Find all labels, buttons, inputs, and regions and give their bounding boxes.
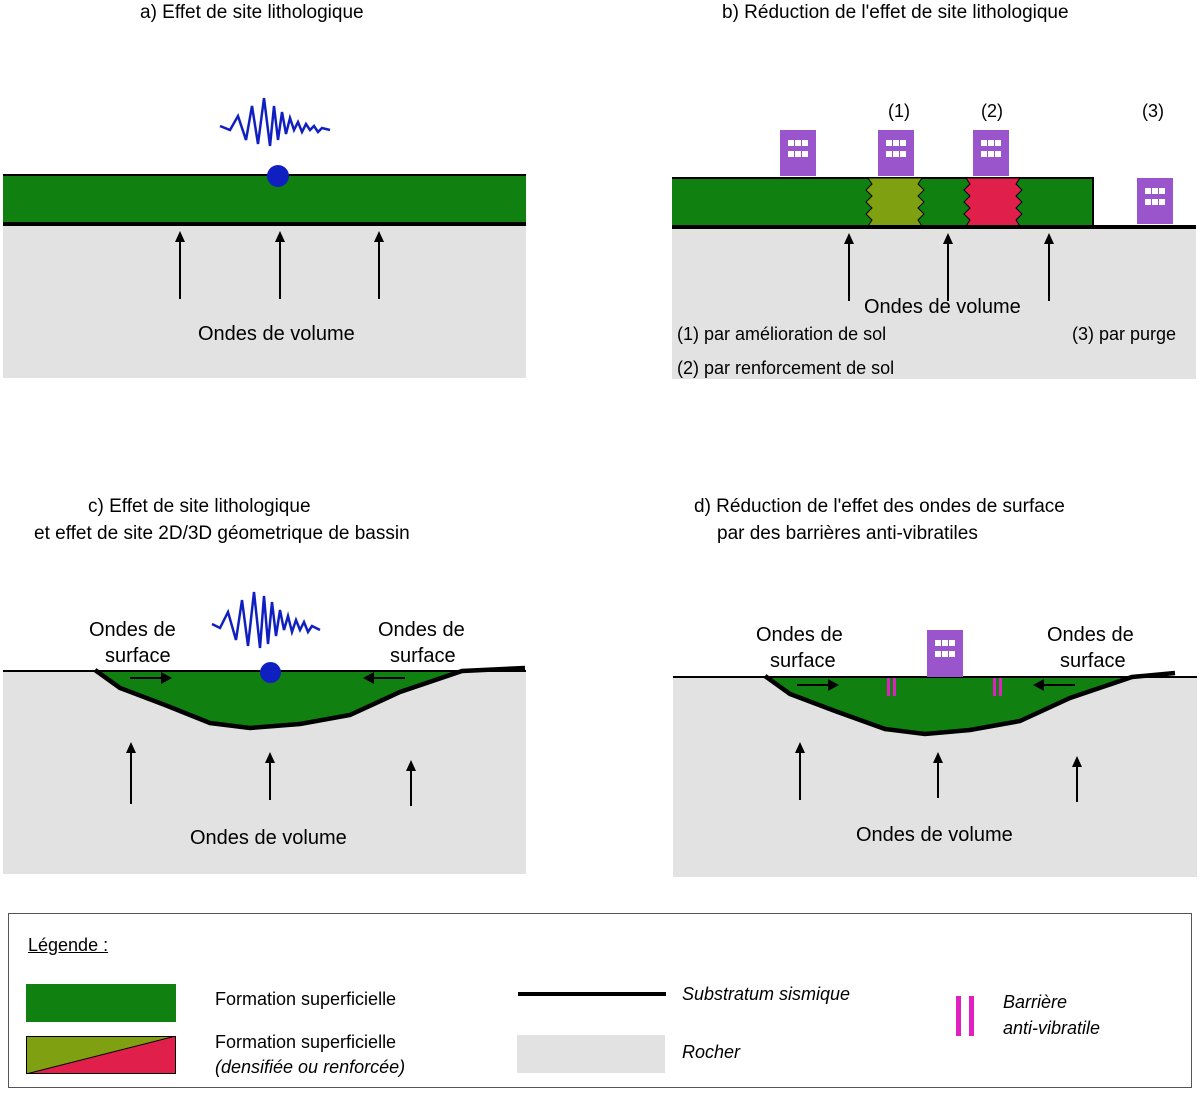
seismogram-icon [219,97,331,147]
surface-waves-right-1: Ondes de [378,619,465,641]
up-arrow [943,233,953,301]
legend-treated-label-2: (densifiée ou renforcée) [215,1057,406,1077]
densified-zone [865,178,925,226]
legend-heading: Légende : [28,935,109,955]
marker-1: (1) [888,101,910,121]
surface-waves-right-2: surface [390,645,456,667]
substratum-line [3,222,526,226]
panel-c-title-line2: et effet de site 2D/3D géometrique de ba… [34,523,410,544]
volume-waves-label: Ondes de volume [856,824,1013,846]
up-arrow [275,231,285,299]
legend-rock-swatch [517,1035,665,1073]
station-dot [260,662,281,683]
volume-waves-label: Ondes de volume [198,323,355,345]
up-arrow [795,742,805,800]
reinforced-zone [963,178,1023,226]
up-arrow [1072,756,1082,802]
rock-block [672,227,1196,379]
legend-substratum-line [518,992,666,996]
panel-a-title: a) Effet de site lithologique [140,2,364,23]
note-improvement: (1) par amélioration de sol [677,324,887,344]
building-icon [927,630,963,677]
station-dot [267,165,289,187]
panel-d-title-line2: par des barrières anti-vibratiles [717,523,978,544]
up-arrow [175,231,185,299]
formation-layer [3,174,526,226]
marker-2: (2) [981,101,1003,121]
right-arrow [797,679,839,691]
legend-barrier-icon [956,996,974,1036]
legend-barrier-label-2: anti-vibratile [1003,1018,1101,1038]
up-arrow [933,752,943,798]
basin-formation [673,670,1197,737]
panel-d-title-line1: d) Réduction de l'effet des ondes de sur… [694,496,1065,517]
legend-treated-label-1: Formation superficielle [215,1032,397,1052]
note-purge: (3) par purge [1072,324,1177,344]
legend-barrier-label-1: Barrière [1003,992,1068,1012]
surface-waves-right-1: Ondes de [1047,624,1134,646]
barrier-icon [887,678,896,696]
legend-formation-label: Formation superficielle [215,989,397,1009]
seismogram-icon [211,591,321,649]
panel-b-title: b) Réduction de l'effet de site litholog… [722,2,1069,23]
building-icon [1137,178,1173,224]
up-arrow [126,742,136,804]
surface-waves-right-2: surface [1060,650,1126,672]
volume-waves-label: Ondes de volume [190,827,347,849]
surface-waves-left-1: Ondes de [89,619,176,641]
building-icon [878,130,914,176]
left-arrow [1033,679,1075,691]
legend-substratum-label: Substratum sismique [682,984,851,1004]
note-reinforcement: (2) par renforcement de sol [677,358,895,378]
marker-3: (3) [1142,101,1164,121]
rock-block [3,224,526,378]
panel-c-title-line1: c) Effet de site lithologique [88,496,311,517]
surface-waves-left-1: Ondes de [756,624,843,646]
up-arrow [374,231,384,299]
barrier-icon [993,678,1002,696]
legend-treated-swatch [26,1036,176,1074]
substratum-line [672,225,1196,229]
up-arrow [1044,233,1054,301]
building-icon [973,130,1009,176]
volume-waves-label: Ondes de volume [864,296,1021,318]
left-arrow [363,672,405,684]
right-arrow [130,672,172,684]
up-arrow [406,760,416,806]
building-icon [780,130,816,176]
surface-waves-left-2: surface [770,650,836,672]
up-arrow [265,752,275,800]
legend-rock-label: Rocher [682,1042,741,1062]
legend-formation-swatch [26,984,176,1022]
legend [8,913,1192,1088]
up-arrow [844,233,854,301]
surface-waves-left-2: surface [105,645,171,667]
